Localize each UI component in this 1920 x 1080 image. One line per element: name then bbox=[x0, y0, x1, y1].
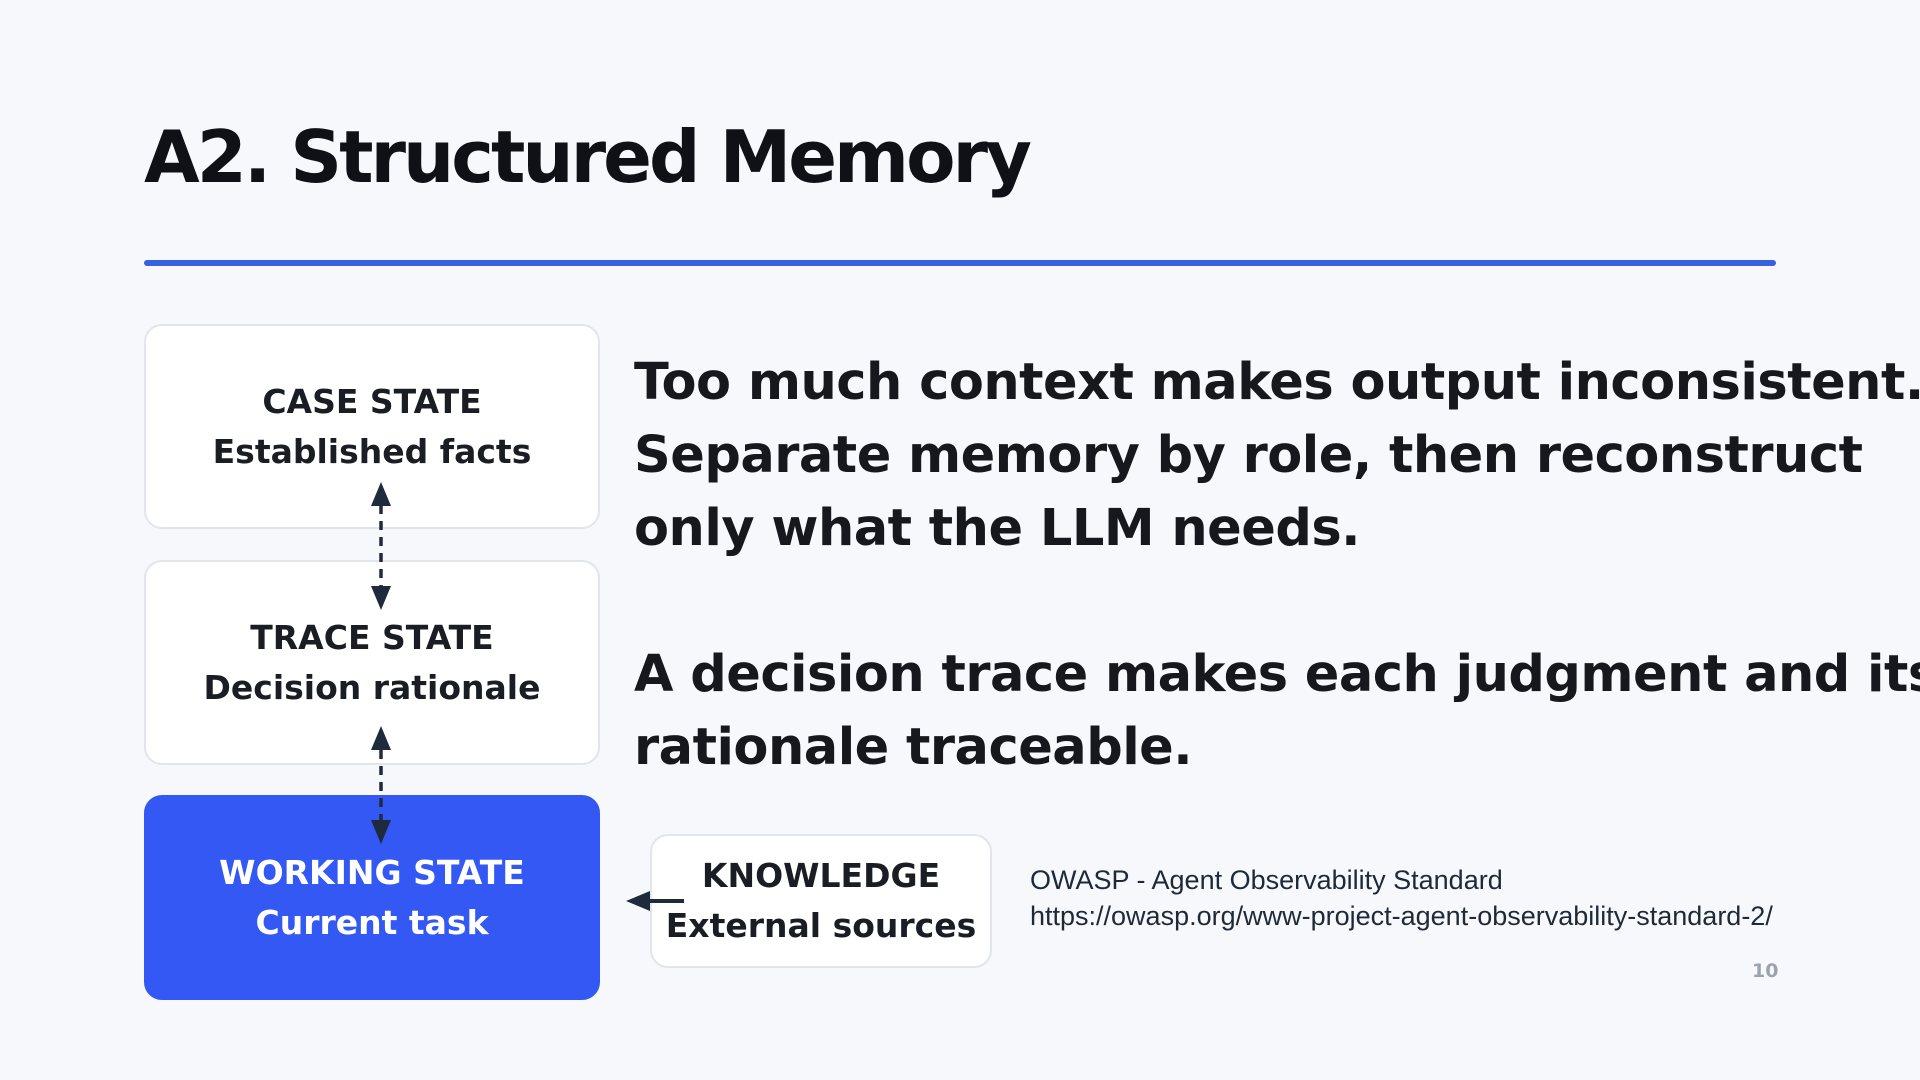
slide-title: A2. Structured Memory bbox=[144, 115, 1032, 199]
citation-source: OWASP - Agent Observability Standard bbox=[1030, 865, 1503, 895]
knowledge-box: KNOWLEDGE External sources bbox=[650, 834, 992, 968]
page-number: 10 bbox=[1752, 960, 1779, 982]
knowledge-subheading: External sources bbox=[665, 906, 977, 945]
body-paragraph-2-line: rationale traceable. bbox=[634, 718, 1193, 777]
body-paragraph-1-line: Too much context makes output inconsiste… bbox=[634, 353, 1920, 412]
case-state-box: CASE STATE Established facts bbox=[144, 324, 600, 529]
body-paragraph-1: Too much context makes output inconsiste… bbox=[634, 346, 1920, 565]
citation: OWASP - Agent Observability Standard htt… bbox=[1030, 862, 1773, 934]
working-state-subheading: Current task bbox=[255, 902, 489, 942]
working-state-box: WORKING STATE Current task bbox=[144, 795, 600, 1000]
body-paragraph-2-line: A decision trace makes each judgment and… bbox=[634, 645, 1920, 704]
trace-state-subheading: Decision rationale bbox=[203, 667, 541, 707]
case-state-heading: CASE STATE bbox=[262, 381, 482, 421]
body-paragraph-1-line: Separate memory by role, then reconstruc… bbox=[634, 426, 1863, 485]
citation-url[interactable]: https://owasp.org/www-project-agent-obse… bbox=[1030, 901, 1773, 931]
body-paragraph-1-line: only what the LLM needs. bbox=[634, 499, 1361, 558]
case-state-subheading: Established facts bbox=[212, 431, 532, 471]
trace-state-box: TRACE STATE Decision rationale bbox=[144, 560, 600, 765]
body-paragraph-2: A decision trace makes each judgment and… bbox=[634, 638, 1920, 784]
working-state-heading: WORKING STATE bbox=[219, 852, 525, 892]
trace-state-heading: TRACE STATE bbox=[250, 617, 494, 657]
title-divider bbox=[144, 260, 1776, 266]
knowledge-heading: KNOWLEDGE bbox=[701, 856, 941, 895]
